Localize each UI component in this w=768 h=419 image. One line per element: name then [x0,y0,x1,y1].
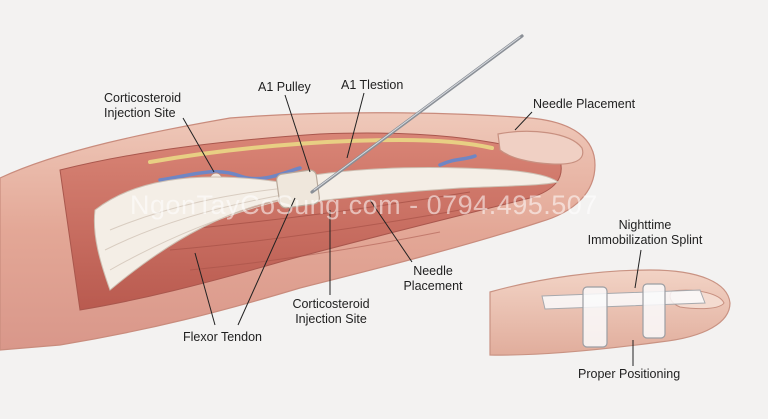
watermark-text: NgonTayCoSung.com - 0794.495.507 [130,190,598,220]
label-a1-pulley: A1 Pulley [258,80,311,94]
leader-line [346,92,365,159]
label-corticosteroid-injection-site-top: Corticosteroid Injection Site [104,91,182,120]
label-nighttime-immobilization-splint: Nighttime Immobilization Splint [587,218,703,247]
muscle-striation [189,231,441,271]
leader-line [182,117,215,173]
muscle-striation [179,191,471,231]
muscle-striation [169,209,461,251]
leader-line [634,249,642,289]
tendon-fiber [109,187,286,231]
digital-vein [438,154,477,167]
inset-finger-skin [489,269,731,356]
leader-line [194,252,216,326]
label-corticosteroid-injection-site-bottom: Corticosteroid Injection Site [292,297,370,326]
label-needle-placement-mid: Needle Placement [403,264,463,293]
leader-line [369,199,413,263]
injection-needle-highlight [313,36,521,191]
label-needle-placement-top: Needle Placement [533,97,636,111]
flexor-tendon-fan [93,176,302,291]
tendon-fiber [104,193,289,251]
digital-nerve [148,137,494,164]
label-a1-tlestion: A1 Tlestion [341,78,404,92]
flexor-tendon [284,166,560,205]
label-flexor-tendon: Flexor Tendon [183,330,262,344]
leader-line [514,111,533,131]
splint-strap [582,286,608,348]
fingernail [497,130,584,165]
tendon-fiber [109,197,291,271]
leader-line [237,197,296,326]
label-proper-positioning: Proper Positioning [578,367,681,381]
splint-strap [642,283,666,339]
leader-line [284,94,311,173]
